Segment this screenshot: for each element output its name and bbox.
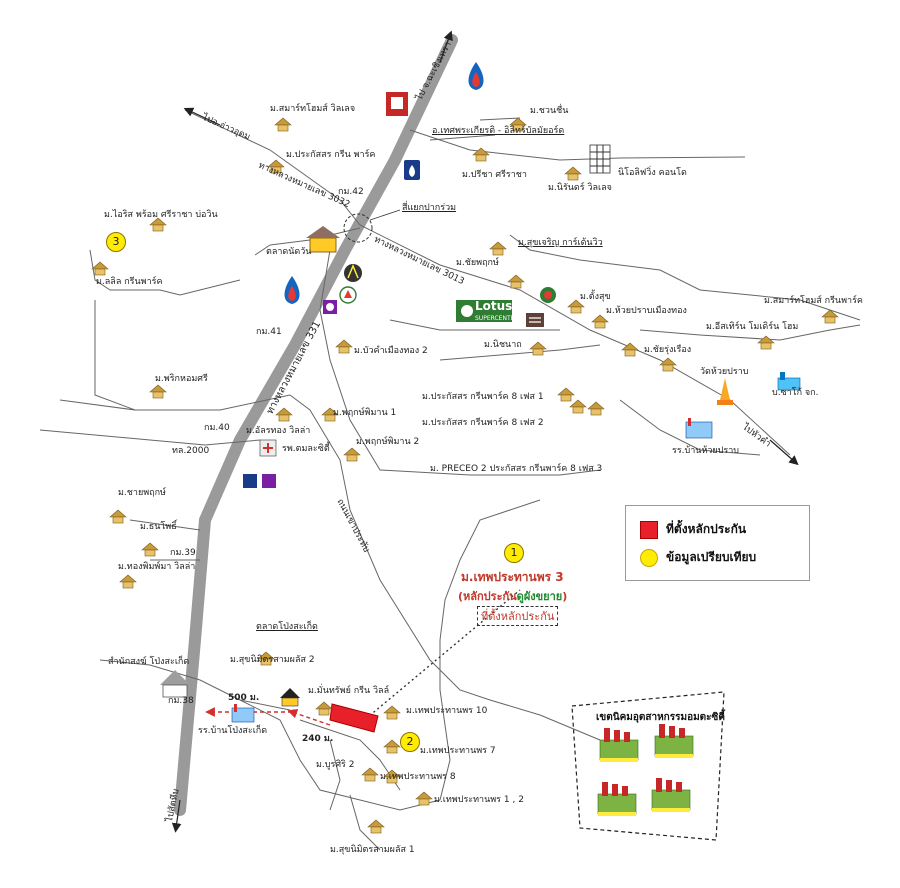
place-manthip: ม.มั่นทรัพย์ กรีน วิลล์ [308, 686, 390, 696]
factory-small-icon [777, 372, 801, 391]
km42-label: กม.42 [338, 187, 364, 197]
comparison-marker-3: 3 [106, 232, 126, 252]
place-factory: บ.ซาโก้ จก. [772, 388, 819, 398]
intersection-circle [343, 213, 373, 243]
place-kao-kwan: ม.ไอริส พร้อม ศรีราชา บ่อวิน [104, 210, 218, 220]
place-chaiyo: ม.ชัยรุ่งเรือง [644, 345, 692, 355]
target-subtitle: (หลักประกันดูผังขยาย) [458, 587, 567, 605]
target-title: ม.เทพประทานพร 3 [461, 570, 564, 584]
lotus-name: Lotus [475, 299, 513, 313]
place-theppratan-7: ม.เทพประทานพร 7 [420, 746, 496, 756]
legend-comparison: ข้อมูลเปรียบเทียบ [640, 548, 756, 567]
place-chaun-pan: ม.ชวนชื่น [530, 106, 569, 116]
place-chaiyaphruek: ม.ชายพฤกษ์ [118, 488, 166, 498]
place-smart-home: ม.สมาร์ทโฮมส์ วิลเลจ [270, 104, 356, 114]
target-location-box: ที่ตั้งหลักประกัน [477, 606, 559, 626]
place-bua-khom: ม.บัวคำเมืองทอง 2 [354, 346, 428, 356]
temple-pong-icon [160, 670, 190, 698]
km39-label: กม.39 [170, 548, 196, 558]
place-suksawat: ม.สุขเจริญ การ์เด้นวิว [518, 238, 603, 248]
place-sukhum-1: ม.สุขนิมิตรสามผลัส 1 [330, 845, 415, 855]
place-orchid: ม.อัลรทอง วิลล่า [246, 426, 311, 436]
km41-label: กม.41 [256, 327, 282, 337]
legend-collateral: ที่ตั้งหลักประกัน [640, 520, 746, 539]
place-sukhothai: อ.เทศพระเกียรติ - อิลิทร์บัลมัยอร์ด [432, 126, 565, 136]
place-wat: วัดห้วยปราบ [700, 367, 749, 377]
legend-comparison-label: ข้อมูลเปรียบเทียบ [666, 550, 757, 564]
gas-icon-c [540, 287, 556, 303]
place-theppratan-12: ม.เทพประทานพร 1 , 2 [434, 795, 524, 805]
market-icon [306, 226, 340, 253]
place-school-pong: รร.บ้านโป่งสะเก็ด [198, 726, 268, 736]
place-tangsuk: ม.ตั้งสุข [580, 292, 611, 302]
legend-collateral-label: ที่ตั้งหลักประกัน [666, 522, 747, 536]
place-pruksa-1: ม.พฤกษ์พิมาน 1 [333, 408, 397, 418]
place-school: รร.บ้านห้วยปราบ [672, 446, 740, 456]
hospital-icon [259, 439, 277, 457]
place-preceo: ม. PRECEO 2 ประกัสสร กรีนพาร์ค 8 เฟส 3 [430, 464, 603, 474]
lotus-sub: SUPERCENTER [475, 315, 519, 322]
place-lalin: ม.ลลิล กรีนพาร์ค [96, 277, 163, 287]
place-chanudom: ม.ชัยพฤกษ์ [456, 258, 499, 268]
place-prakat-1: ม.ประกัสสร กรีนพาร์ค 8 เฟส 1 [422, 392, 544, 402]
place-chonburi-park: ม.ประกัสสร กรีน พาร์ค [286, 150, 376, 160]
place-theppratan-8: ม.เทพประทานพร 8 [380, 772, 456, 782]
place-sukhum-2: ม.สุขนิมิตรสามผลัส 2 [230, 655, 315, 665]
place-market: ตลาดนัดวัน [266, 247, 312, 257]
lotus-store-icon [456, 300, 512, 322]
pong-market-icon [280, 688, 300, 707]
highway-331 [174, 34, 458, 816]
distance-240: 240 ม. [302, 734, 334, 744]
tesco-icon [526, 313, 544, 327]
place-prakat-2: ม.ประกัสสร กรีนพาร์ค 8 เฟส 2 [422, 418, 544, 428]
legend-red-swatch [640, 520, 658, 539]
place-smart-home-2: ม.สมาร์ทโฮมส์ กรีนพาร์ค [764, 296, 863, 306]
place-thong: ม.ทองพิมพ์มา วิลล่า [118, 562, 196, 572]
place-hospital: รพ.ตมละซิตี้ [282, 444, 330, 454]
place-niran-condo: นิโอลิฟวิ่ง คอนโด [618, 168, 687, 178]
comparison-marker-2: 2 [400, 732, 420, 752]
collateral-parcel [329, 703, 379, 733]
bank-icon-a [243, 474, 257, 488]
place-theppratan-10: ม.เทพประทานพร 10 [406, 706, 488, 716]
place-nakhon-thai: ม.ธนโพธิ์ [140, 522, 177, 532]
ptt-icon-left [284, 276, 300, 304]
ptt-icon-top [468, 62, 484, 90]
place-pruksa-2: ม.พฤกษ์พิมาน 2 [356, 437, 420, 447]
place-huay-pong: ม.ห้วยปราบเมืองทอง [606, 306, 687, 316]
bank-icon-b [262, 474, 276, 488]
place-pansiri-2: ม.บูรศิริ 2 [316, 760, 355, 770]
industrial-title: เขตนิคมอุตสาหกรรมอมตะซิตี้ [596, 712, 725, 723]
school-pong-icon [231, 704, 255, 723]
factory-icons [597, 724, 694, 816]
legend-yellow-swatch [640, 548, 658, 567]
place-eastern-park: ม.อีสเทิร์น โมเดิร์น โฮม [706, 322, 799, 332]
place-sapphaya: ม.นิชนาถ [484, 340, 522, 350]
intersection-label: สี่แยกปากร่วม [402, 203, 457, 213]
km40-label: กม.40 [204, 423, 230, 433]
condo-icon [589, 144, 611, 174]
temple-icon [717, 378, 733, 405]
target-sub-open: (หลักประกัน [458, 590, 517, 603]
road-2000-label: ทล.2000 [172, 446, 210, 456]
industrial-zone [571, 691, 725, 841]
map-legend: ที่ตั้งหลักประกัน ข้อมูลเปรียบเทียบ [625, 505, 810, 581]
target-marker-1: 1 [504, 543, 524, 563]
school-icon [685, 418, 713, 439]
place-pong-market: ตลาดโป่งสะเก็ด [256, 622, 318, 632]
place-sakdi-pong: สำนักสงฆ์ โป่งสะเก็ด [108, 657, 190, 667]
distance-500: 500 ม. [228, 693, 260, 703]
km38-label: กม.38 [168, 696, 194, 706]
place-nirun: ม.นิรันดร์ วิลเลจ [548, 183, 612, 193]
target-sub-close: ) [562, 590, 568, 603]
place-pricha: ม.ปรีชา ศรีราชา [462, 170, 527, 180]
target-sub-mid: ดูผังขยาย [516, 590, 563, 603]
place-priksomsri: ม.พริกหอมศรี [155, 374, 208, 384]
